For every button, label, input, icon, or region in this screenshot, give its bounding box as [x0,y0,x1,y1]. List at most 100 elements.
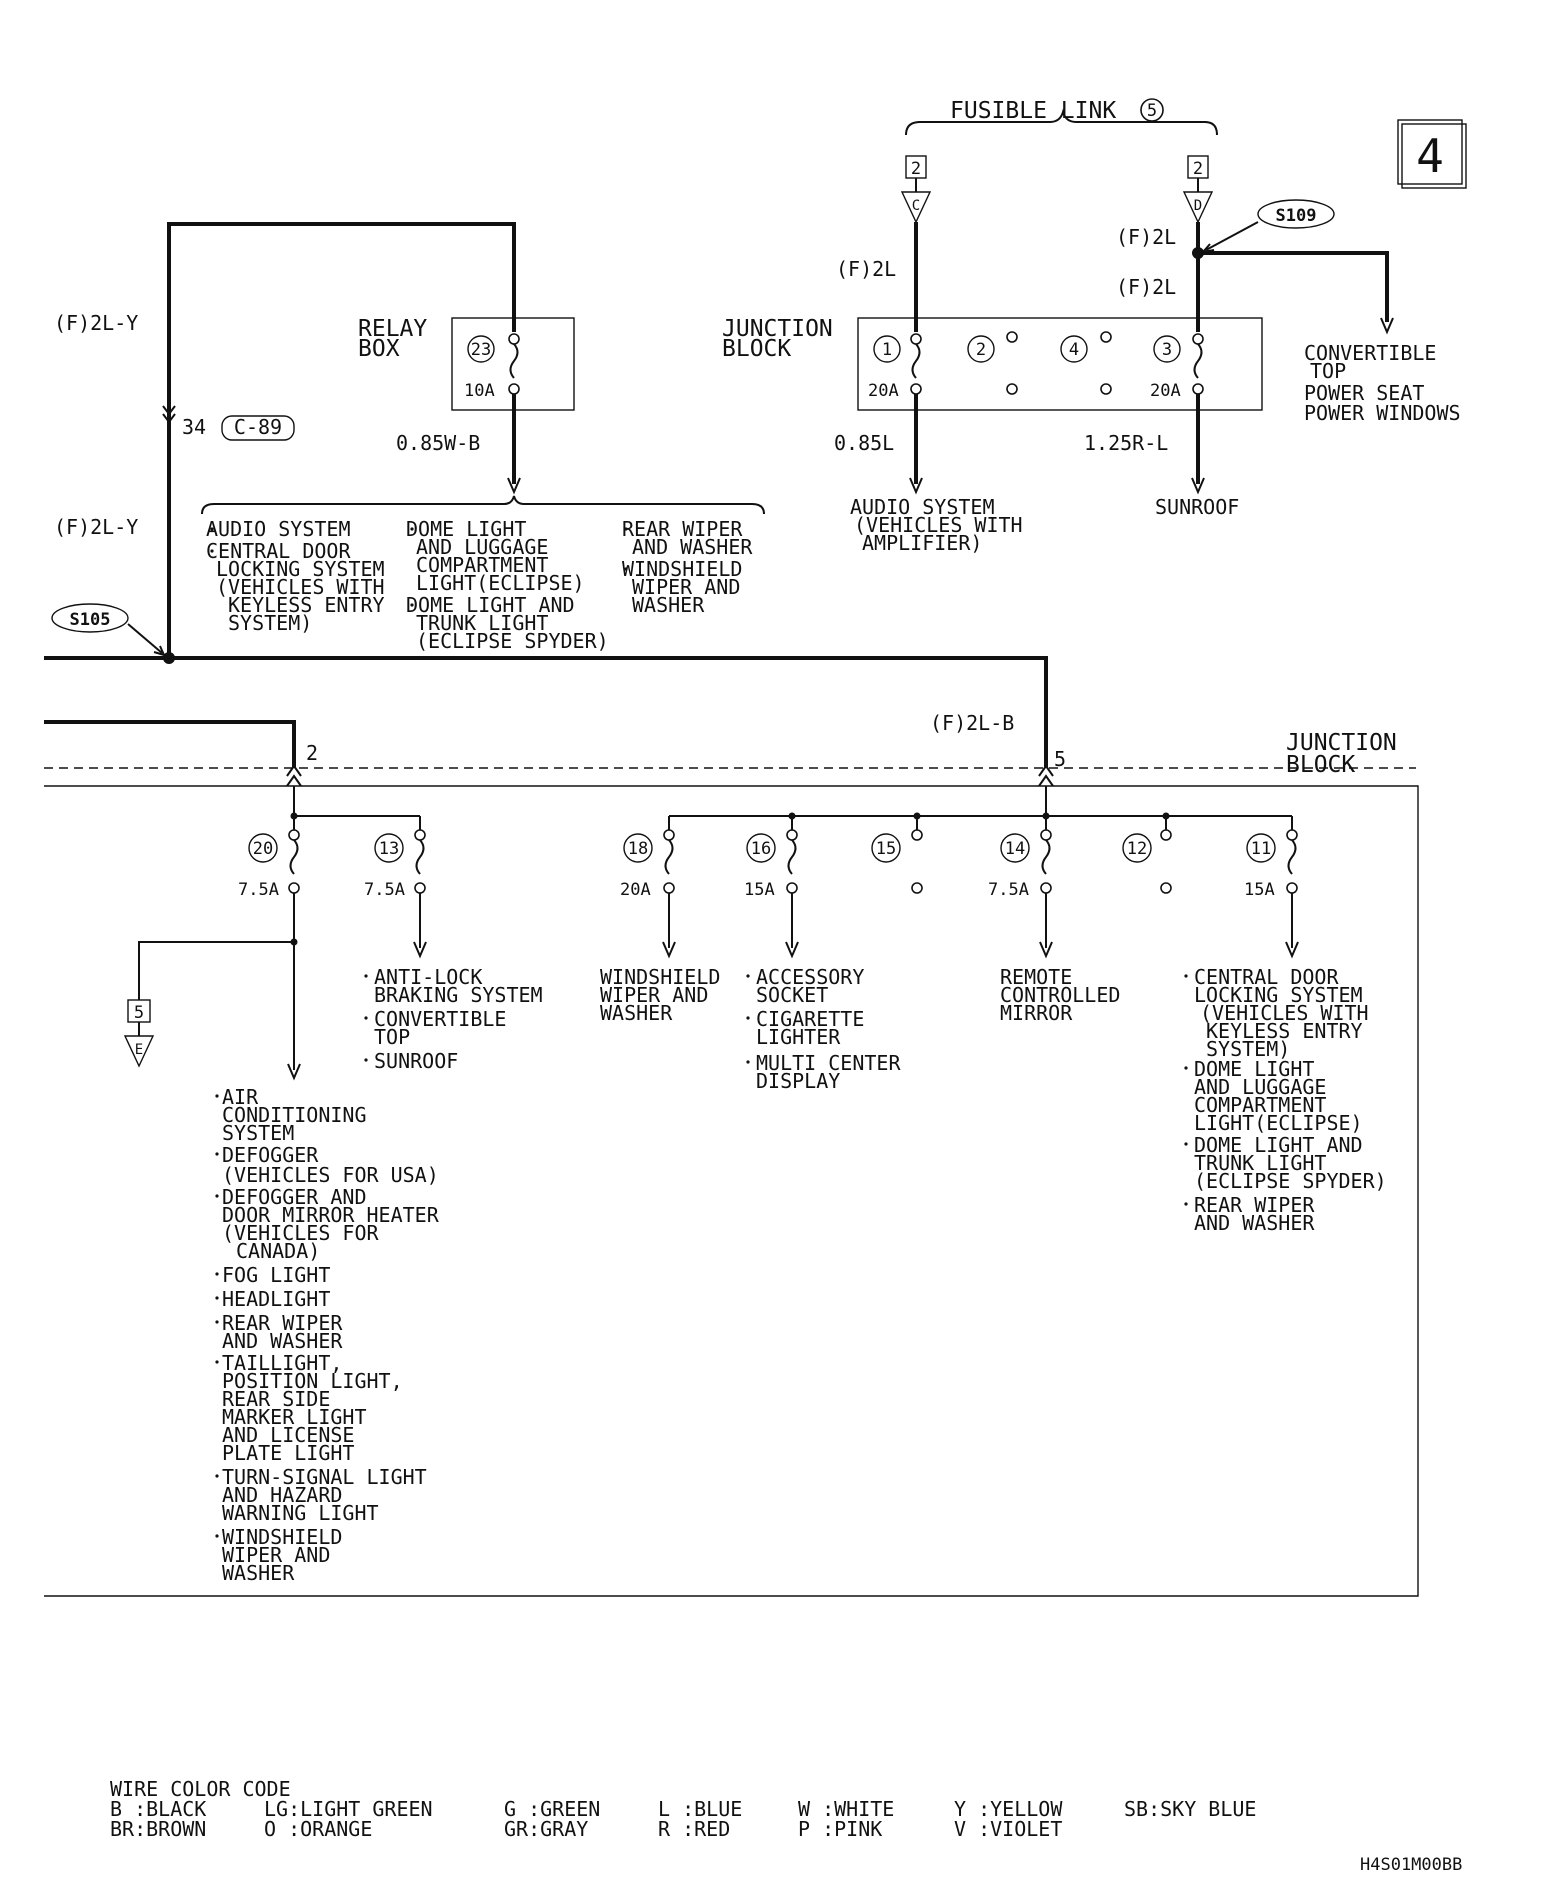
load-f20-2: CONDITIONING [222,1103,367,1127]
relay-load-c2-1: DOME LIGHT [406,517,526,541]
page-number: 4 [1416,129,1444,183]
fuse-14-number: 14 [1005,839,1025,859]
relay-load-list: AUDIO SYSTEM CENTRAL DOOR LOCKING SYSTEM… [206,517,753,653]
fuse-15: 15 [871,816,923,894]
relay-box-label-1: RELAY [358,316,427,342]
fuse-output-wires [138,893,1299,1081]
load-f20-21: AND HAZARD [222,1483,342,1507]
connector-e: 5 E [123,999,155,1068]
loads-fuse-20: AIR CONDITIONING SYSTEM DEFOGGER (VEHICL… [215,1085,440,1585]
jb-top-fuse-2-circle [967,335,995,363]
load-f13-3: CONVERTIBLE [374,1007,506,1031]
relay-load-c2-6: TRUNK LIGHT [416,611,548,635]
pin-c-number: 2 [911,159,921,179]
wire-color-code-legend: WIRE COLOR CODE B :BLACK LG:LIGHT GREEN … [110,1777,1256,1841]
jb-top-fuse-3-circle [1153,335,1181,363]
wire-label-f2l-y-top: (F)2L-Y [54,311,138,335]
jb-main-pin-left: 2 [306,741,318,765]
pin-d-number: 2 [1193,159,1203,179]
load-f14-3: MIRROR [1000,1001,1073,1025]
relay-load-c3-3: WINDSHIELD [622,557,742,581]
load-f20-6: DEFOGGER AND [222,1185,367,1209]
connector-e-name: E [135,1042,143,1058]
load-f20-4: DEFOGGER [222,1143,319,1167]
fuse-11-rating: 15A [1244,880,1275,900]
load-f11-7: AND LUGGAGE [1194,1075,1326,1099]
audio-destination: AUDIO SYSTEM (VEHICLES WITH AMPLIFIER) [850,495,1023,555]
wire-label-125rl: 1.25R-L [1084,431,1168,455]
load-f11-12: (ECLIPSE SPYDER) [1194,1169,1387,1193]
fuse-20-rating: 7.5A [238,880,279,900]
wcc-r1-1: B :BLACK [110,1797,206,1821]
load-f20-7: DOOR MIRROR HEATER [222,1203,440,1227]
fuse-20: 20 7.5A [238,816,300,900]
connector-e-pin: 5 [134,1003,144,1023]
load-f14-1: REMOTE [1000,965,1072,989]
fuse-20-number: 20 [253,839,273,859]
load-f16-4: LIGHTER [756,1025,841,1049]
load-f16-6: DISPLAY [756,1069,840,1093]
load-f11-9: LIGHT(ECLIPSE) [1194,1111,1363,1135]
fuse-12-number: 12 [1127,839,1147,859]
relay-loads-brace [201,495,765,515]
load-f16-2: SOCKET [756,983,828,1007]
wire-label-085wb: 0.85W-B [396,431,480,455]
fusible-link-label: FUSIBLE LINK [950,98,1116,124]
wcc-r1-7: SB:SKY BLUE [1124,1797,1256,1821]
load-f20-24: WIPER AND [222,1543,330,1567]
load-f11-3: (VEHICLES WITH [1200,1001,1369,1025]
connector-c-label: C [912,198,920,214]
loads-fuse-18: WINDSHIELD WIPER AND WASHER [600,965,720,1025]
audio-dest-3: AMPLIFIER) [862,531,982,555]
relay-load-c2-7: (ECLIPSE SPYDER) [416,629,609,653]
junction-block-top: JUNCTION BLOCK 1 20A 2 4 3 20A [722,316,1263,411]
relay-load-c2-4: LIGHT(ECLIPSE) [416,571,585,595]
fuse-14-rating: 7.5A [988,880,1029,900]
fuse-16-rating: 15A [744,880,775,900]
jb-top-fuse-1-circle [873,335,901,363]
load-f20-3: SYSTEM [222,1121,294,1145]
relay-load-c1-4: (VEHICLES WITH [216,575,385,599]
load-f16-1: ACCESSORY [756,965,864,989]
splice-s109: S109 [1192,199,1394,335]
wcc-r1-5: W :WHITE [798,1797,894,1821]
relay-load-c2-2: AND LUGGAGE [416,535,548,559]
load-f20-9: CANADA) [236,1239,320,1263]
fuse-18-number: 18 [628,839,648,859]
load-f20-15: POSITION LIGHT, [222,1369,403,1393]
relay-fuse-number: 23 [471,340,491,360]
load-f20-11: HEADLIGHT [222,1287,330,1311]
jb-main-pin-right: 5 [1054,747,1066,771]
load-f18-2: WIPER AND [600,983,708,1007]
junction-block-top-outline [857,317,1263,411]
relay-load-c2-5: DOME LIGHT AND [406,593,575,617]
connector-c89-mark [162,405,176,424]
fuse-11: 11 15A [1244,816,1298,900]
loads-fuse-14: REMOTE CONTROLLED MIRROR [1000,965,1120,1025]
wcc-r2-5: P :PINK [798,1817,882,1841]
wcc-r1-3: G :GREEN [504,1797,600,1821]
load-f13-2: BRAKING SYSTEM [374,983,543,1007]
junction-block-main-outline [44,785,1419,1597]
load-f11-13: REAR WIPER [1194,1193,1315,1217]
connector-c89-name: C-89 [234,415,282,439]
wcc-r2-2: O :ORANGE [264,1817,372,1841]
load-f16-5: MULTI CENTER [756,1051,901,1075]
audio-dest-2: (VEHICLES WITH [854,513,1023,537]
wire-color-code-title: WIRE COLOR CODE [110,1777,291,1801]
load-f20-8: (VEHICLES FOR [222,1221,379,1245]
junction-block-main-label-2: BLOCK [1286,752,1355,778]
jb-top-rating-3: 20A [1150,381,1181,401]
fuse-15-number: 15 [876,839,896,859]
load-f18-3: WASHER [600,1001,673,1025]
relay-load-c3-4: WIPER AND [632,575,740,599]
connector-c-triangle [900,191,932,224]
drawing-code: H4S01M00BB [1360,1855,1462,1875]
junction-block-main: JUNCTION BLOCK 2 5 [44,730,1419,1597]
wire-label-f2l-b: (F)2L [1116,225,1176,249]
fuse-16-number: 16 [751,839,771,859]
relay-load-c3-2: AND WASHER [632,535,753,559]
wcc-r1-6: Y :YELLOW [954,1797,1063,1821]
wire-f2l-y-feed [167,222,516,658]
